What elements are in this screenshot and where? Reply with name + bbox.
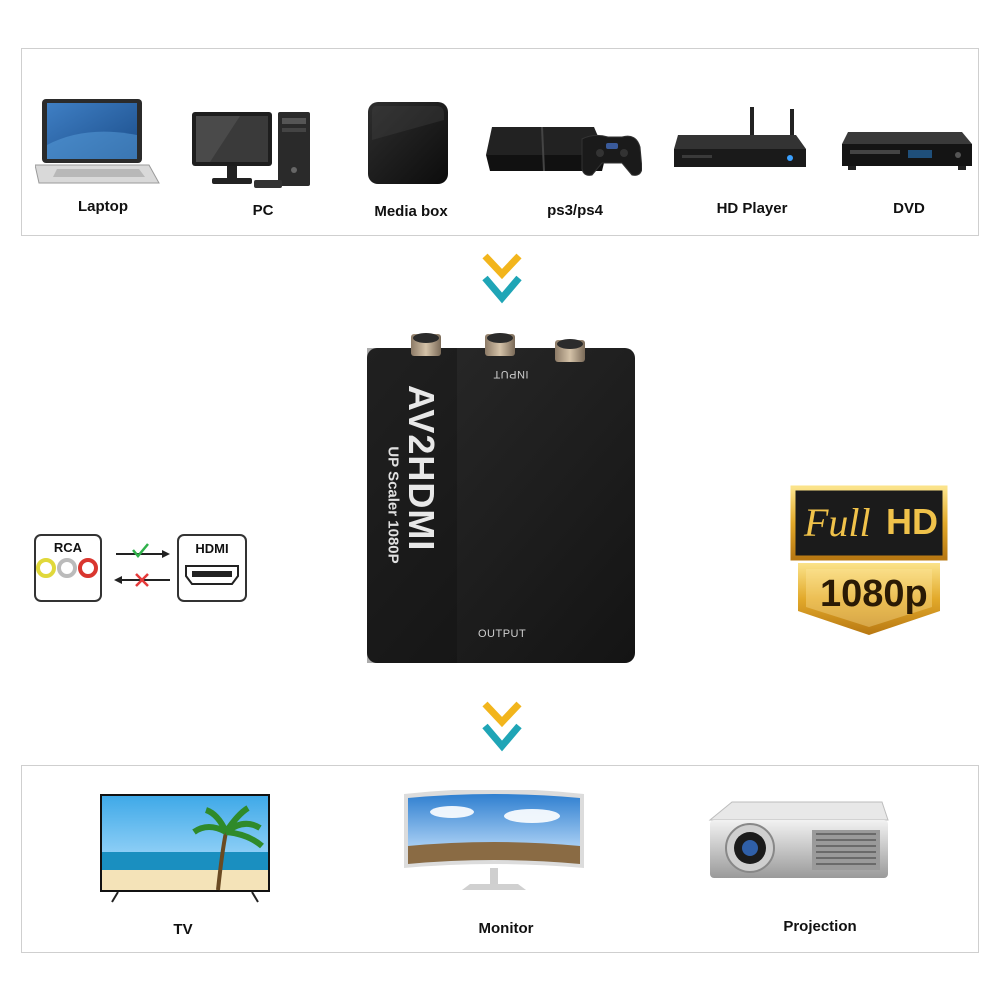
laptop-icon [35, 99, 160, 184]
badge-full-text: Full [804, 500, 871, 545]
media-box-icon [368, 102, 448, 184]
source-label-pc: PC [252, 202, 274, 219]
output-label-projection: Projection [783, 918, 857, 935]
source-label-hd-player: HD Player [716, 200, 788, 217]
monitor-icon [404, 790, 584, 890]
chevron-down-icon [482, 701, 522, 752]
badge-resolution-text: 1080p [820, 573, 928, 615]
source-label-dvd: DVD [893, 200, 925, 217]
output-label: OUTPUT [478, 628, 527, 640]
rca-to-hdmi-diagram: RCA HDMI [32, 532, 252, 604]
projector-icon [708, 801, 889, 878]
output-label-tv: TV [173, 921, 193, 938]
badge-shape [790, 485, 948, 635]
conversion-graphic [34, 534, 247, 602]
adapter-brand-subtitle: UP Scaler 1080P [384, 446, 402, 564]
full-hd-badge: Full HD 1080p [790, 485, 948, 640]
badge-hd-text: HD [886, 501, 938, 542]
source-label-laptop: Laptop [78, 198, 128, 215]
input-label: INPUT [493, 368, 529, 380]
source-label-ps: ps3/ps4 [547, 202, 603, 219]
tv-icon [100, 794, 270, 903]
hdmi-label: HDMI [195, 541, 229, 556]
adapter-brand-title: AV2HDMI [401, 385, 442, 552]
pc-icon [192, 112, 310, 188]
rca-label: RCA [53, 540, 83, 555]
av2hdmi-adapter: INPUT AV2HDMI UP Scaler 1080P OUTPUT [365, 330, 637, 665]
dvd-player-icon [842, 132, 972, 170]
output-label-monitor: Monitor [478, 920, 534, 937]
chevron-down-icon [482, 253, 522, 304]
hd-player-icon [674, 107, 806, 167]
adapter-body [367, 333, 635, 663]
source-label-media-box: Media box [374, 203, 448, 220]
game-console-icon [486, 126, 642, 176]
